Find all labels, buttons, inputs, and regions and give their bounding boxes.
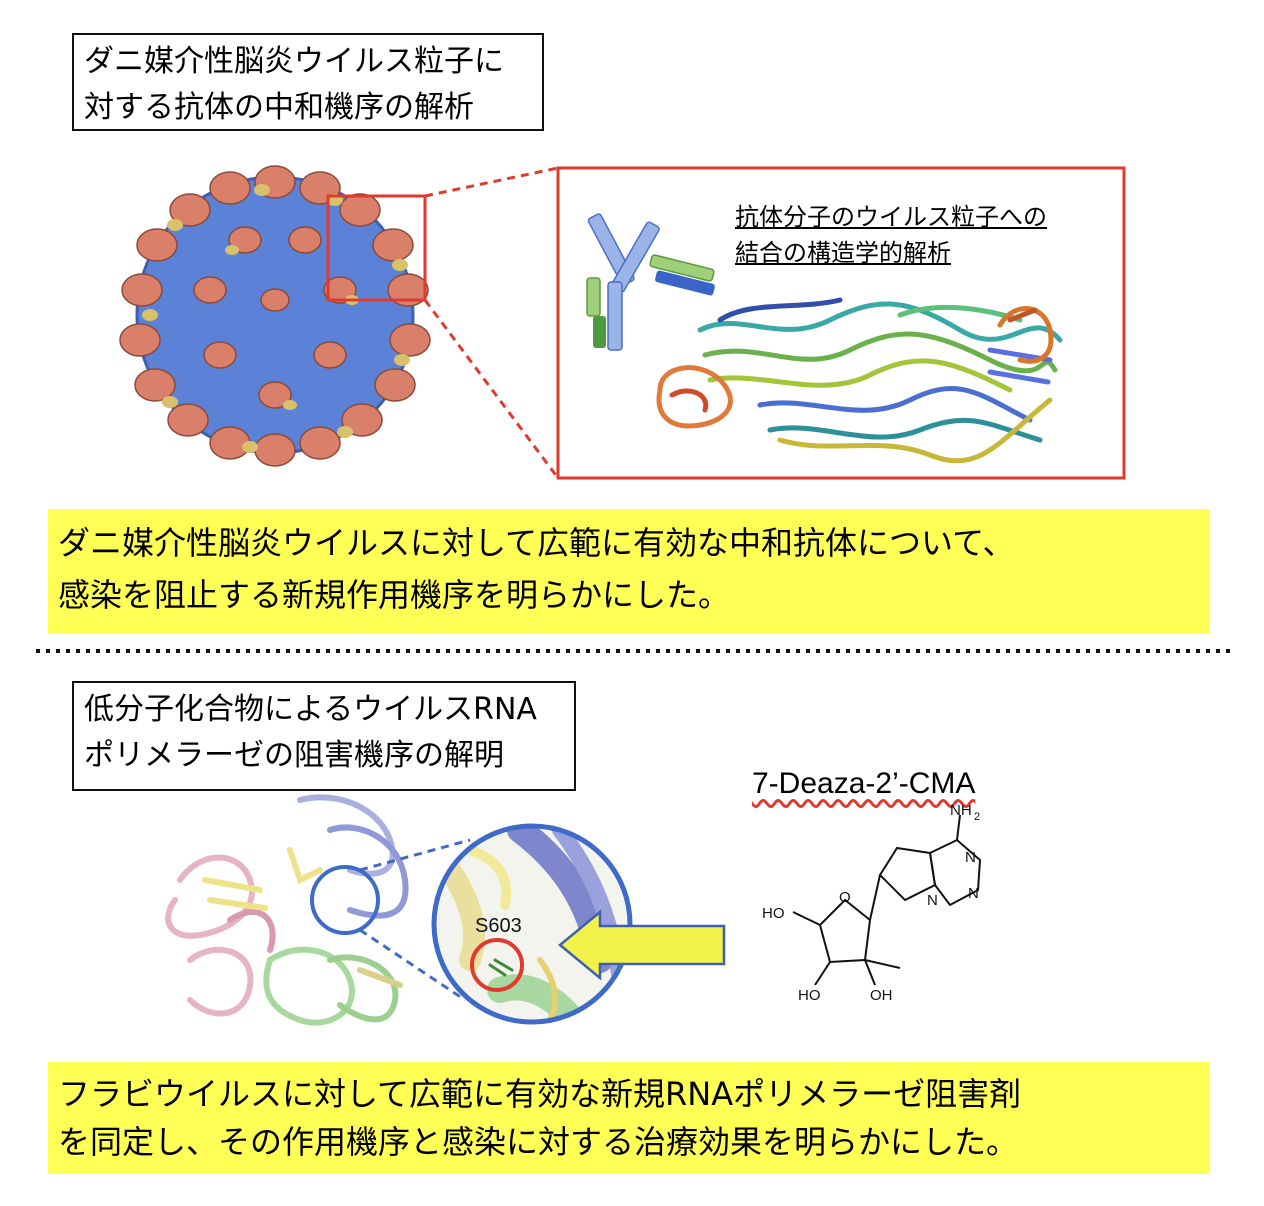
zoom-connector-top [424, 166, 559, 198]
zoom-connector-upper [359, 838, 471, 872]
svg-text:HO: HO [798, 987, 821, 1004]
svg-text:2: 2 [974, 811, 980, 823]
s603-marker-circle [470, 938, 524, 992]
top-title-box: ダニ媒介性脳炎ウイルス粒子に 対する抗体の中和機序の解析 [72, 33, 544, 131]
svg-text:N: N [965, 849, 976, 866]
residue-label: S603 [475, 915, 522, 937]
bottom-summary-line-2: を同定し、その作用機序と感染に対する治療効果を明らかにした。 [58, 1123, 1019, 1161]
svg-text:HO: HO [762, 905, 785, 922]
polymerase-structure-image [165, 794, 409, 1026]
bottom-title-line-1: 低分子化合物によるウイルスRNA [84, 692, 537, 727]
svg-text:O: O [839, 889, 851, 906]
top-title-line-1: ダニ媒介性脳炎ウイルス粒子に [84, 44, 504, 79]
bottom-summary-line-1: フラビウイルスに対して広範に有効な新規RNAポリメラーゼ阻害剤 [58, 1075, 1022, 1113]
zoom-connector-bottom [423, 299, 560, 479]
inset-caption-line-1: 抗体分子のウイルス粒子への [735, 203, 1047, 231]
bottom-title-line-2: ポリメラーゼの阻害機序の解明 [84, 738, 504, 773]
polymerase-active-site-circle [310, 865, 380, 935]
bottom-summary-highlight: フラビウイルスに対して広範に有効な新規RNAポリメラーゼ阻害剤 を同定し、その作… [48, 1062, 1210, 1174]
inset-frame [556, 166, 1126, 480]
yellow-arrow-icon [558, 909, 726, 981]
top-title-line-2: 対する抗体の中和機序の解析 [84, 90, 474, 125]
bottom-title-box: 低分子化合物によるウイルスRNA ポリメラーゼの阻害機序の解明 [72, 681, 576, 791]
inset-caption-line-2: 結合の構造学的解析 [735, 239, 951, 267]
inset-caption: 抗体分子のウイルス粒子への 結合の構造学的解析 [735, 199, 1047, 271]
svg-text:N: N [968, 885, 979, 902]
antibody-icon [586, 213, 715, 351]
compound-name: 7-Deaza-2’-CMA [752, 767, 976, 800]
chemical-structure [792, 814, 982, 986]
svg-text:OH: OH [870, 987, 893, 1004]
top-summary-line-2: 感染を阻止する新規作用機序を明らかにした。 [58, 576, 731, 614]
zoom-connector-lower [359, 928, 466, 1002]
virus-zoom-box [326, 194, 427, 302]
svg-text:N: N [927, 892, 938, 909]
protein-ribbon-structure [656, 297, 1063, 464]
virus-particle-image [119, 165, 431, 467]
svg-text:NH: NH [950, 802, 972, 819]
top-summary-line-1: ダニ媒介性脳炎ウイルスに対して広範に有効な中和抗体について、 [58, 524, 1015, 562]
chemical-atom-labels: NH 2 N N N O HO HO OH [762, 802, 980, 1004]
top-summary-highlight: ダニ媒介性脳炎ウイルスに対して広範に有効な中和抗体について、 感染を阻止する新規… [48, 509, 1210, 633]
